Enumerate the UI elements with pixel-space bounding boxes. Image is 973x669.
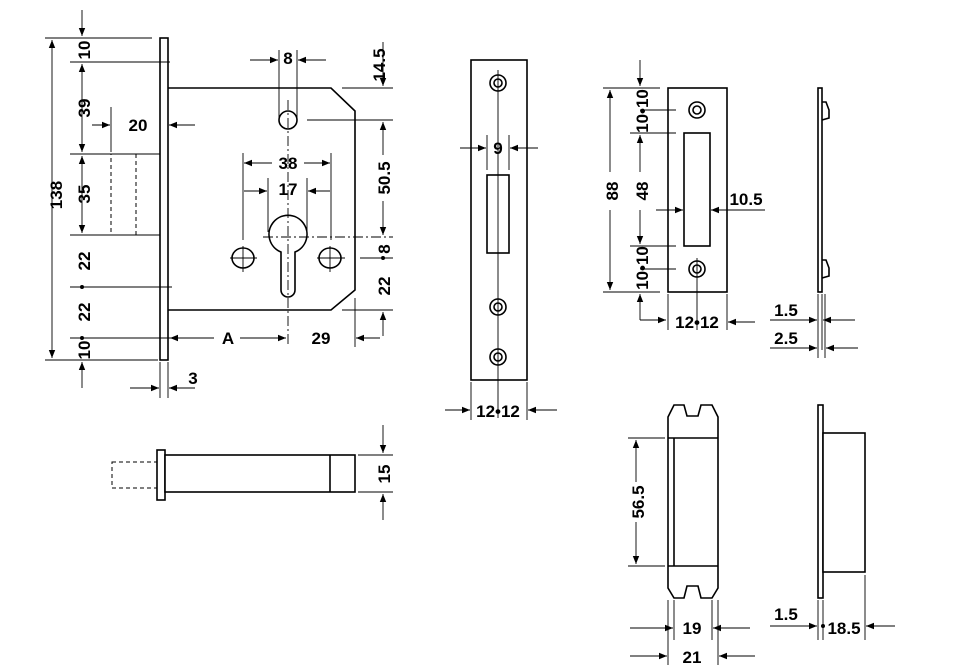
dim-chain-item: 35 xyxy=(75,185,94,204)
dim-backset: A xyxy=(222,329,234,348)
dim-inner-width: 19 xyxy=(683,619,702,638)
bolt xyxy=(164,454,356,493)
dim-plate-width: 12•12 xyxy=(476,402,520,421)
euro-cylinder-cutout xyxy=(268,214,308,298)
lockcase-front-view: 138 10 39 35 22 22 10 20 8 14.5 50.5 8 2… xyxy=(45,10,394,398)
screw-hole xyxy=(688,101,706,119)
dim-bolt-height: 15 xyxy=(375,465,394,484)
dim-chain-item: 10 xyxy=(75,341,94,360)
dim-box-depth: 18.5 xyxy=(827,619,860,638)
dim-thickness-1: 1.5 xyxy=(774,301,798,320)
box-strike-front: 56.5 19 21 xyxy=(627,404,755,667)
dim-hole-spacing: 38 xyxy=(279,154,298,173)
dim-bottom-hole: 10•10 xyxy=(633,246,652,290)
faceplate-side xyxy=(156,449,166,501)
dim-chain-item: 39 xyxy=(75,99,94,118)
lock-body xyxy=(168,87,356,311)
dim-slot-width: 9 xyxy=(493,139,502,158)
bolt-slot xyxy=(683,132,711,247)
dim-hole-diameter: 8 xyxy=(283,49,292,68)
dim-thickness-2: 2.5 xyxy=(774,329,798,348)
bolt-side-view: 15 xyxy=(111,425,394,520)
dim-box-height: 56.5 xyxy=(629,485,648,518)
dim-faceplate-thickness: 3 xyxy=(188,369,197,388)
dim-total-height: 138 xyxy=(47,181,66,209)
dim-top-hole: 10•10 xyxy=(633,89,652,133)
dim-slot-width: 10.5 xyxy=(729,190,762,209)
strike-plate-2: 88 10•10 48 10•10 10.5 12•12 xyxy=(601,60,765,332)
bolt-hidden-outline xyxy=(110,153,161,236)
dim-plate-thickness: 1.5 xyxy=(774,605,798,624)
dim-backset-extra: 29 xyxy=(312,329,331,348)
dim-outer-width: 21 xyxy=(683,648,702,667)
dim-cylinder-width: 17 xyxy=(279,180,298,199)
dim-plate-height: 88 xyxy=(603,182,622,201)
strike-plate-1: 9 12•12 xyxy=(445,59,557,421)
dim-hole-to-cylinder: 50.5 xyxy=(375,161,394,194)
strike-plate-2-side: 1.5 2.5 xyxy=(770,87,858,358)
dim-chain-item: 22 xyxy=(75,303,94,322)
dim-chain-vertical: 10 39 35 22 22 10 xyxy=(75,41,94,360)
dim-bolt-offset: 20 xyxy=(129,116,148,135)
faceplate xyxy=(159,37,169,361)
dim-plate-width: 12•12 xyxy=(675,313,719,332)
dim-slot-height: 48 xyxy=(633,182,652,201)
dim-top-offset: 14.5 xyxy=(370,48,389,81)
dim-chain-item: 10 xyxy=(75,41,94,60)
dim-chain-item: 22 xyxy=(75,252,94,271)
dim-bottom-offset: 22 xyxy=(375,277,394,296)
box-strike-side: 1.5 18.5 xyxy=(770,404,895,640)
dim-cylinder-offset: 8 xyxy=(375,244,394,253)
